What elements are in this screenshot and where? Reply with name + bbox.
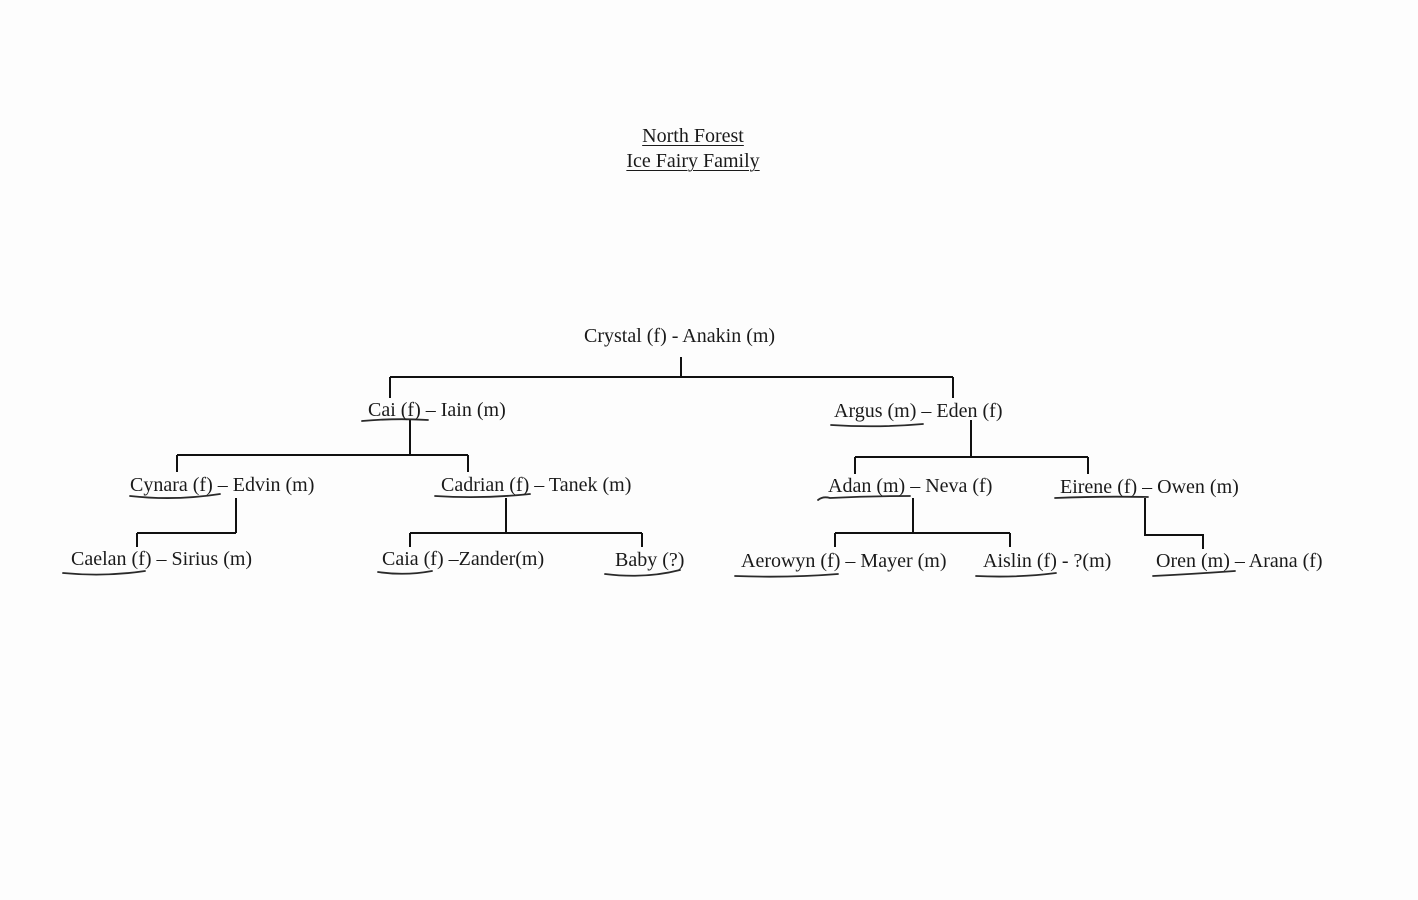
underline-aislin	[975, 572, 1057, 578]
connector-root	[389, 357, 954, 398]
connector-cai	[176, 420, 469, 472]
connector-cynara	[136, 498, 237, 547]
underline-argus	[830, 423, 924, 428]
couple-caia-zander: Caia (f) –Zander(m)	[382, 548, 545, 570]
underline-cynara	[129, 493, 221, 499]
underline-oren	[1152, 570, 1236, 577]
title-line-2: Ice Fairy Family	[626, 150, 760, 172]
underline-eirene	[1054, 495, 1149, 499]
underline-caelan	[62, 570, 146, 576]
underline-caia	[377, 570, 433, 575]
underline-cadrian	[434, 493, 531, 499]
connector-adan	[834, 498, 1011, 547]
couple-eirene-owen: Eirene (f) – Owen (m)	[1060, 476, 1239, 498]
couple-argus-eden: Argus (m) – Eden (f)	[834, 400, 1003, 422]
handwritten-underlines	[62, 418, 1236, 578]
couple-adan-neva: Adan (m) – Neva (f)	[828, 475, 993, 497]
underline-adan	[817, 495, 911, 501]
couple-oren-arana: Oren (m) – Arana (f)	[1156, 550, 1323, 572]
connector-argus	[854, 420, 1089, 474]
couple-cynara-edvin: Cynara (f) – Edvin (m)	[130, 474, 315, 496]
couple-caelan-sirius: Caelan (f) – Sirius (m)	[71, 548, 253, 570]
couple-aerowyn-mayer: Aerowyn (f) – Mayer (m)	[741, 550, 947, 572]
couple-aislin-unknown: Aislin (f) - ?(m)	[983, 550, 1112, 572]
underline-baby	[604, 569, 681, 577]
connector-cadrian	[409, 498, 643, 547]
underline-cai	[361, 418, 429, 422]
underline-aerowyn	[734, 573, 839, 578]
child-baby: Baby (?)	[615, 549, 685, 571]
connector-eirene	[1144, 498, 1204, 549]
couple-cai-iain: Cai (f) – Iain (m)	[368, 399, 506, 421]
title-line-1: North Forest	[642, 125, 744, 147]
couple-crystal-anakin: Crystal (f) - Anakin (m)	[584, 325, 776, 347]
couple-cadrian-tanek: Cadrian (f) – Tanek (m)	[441, 474, 632, 496]
